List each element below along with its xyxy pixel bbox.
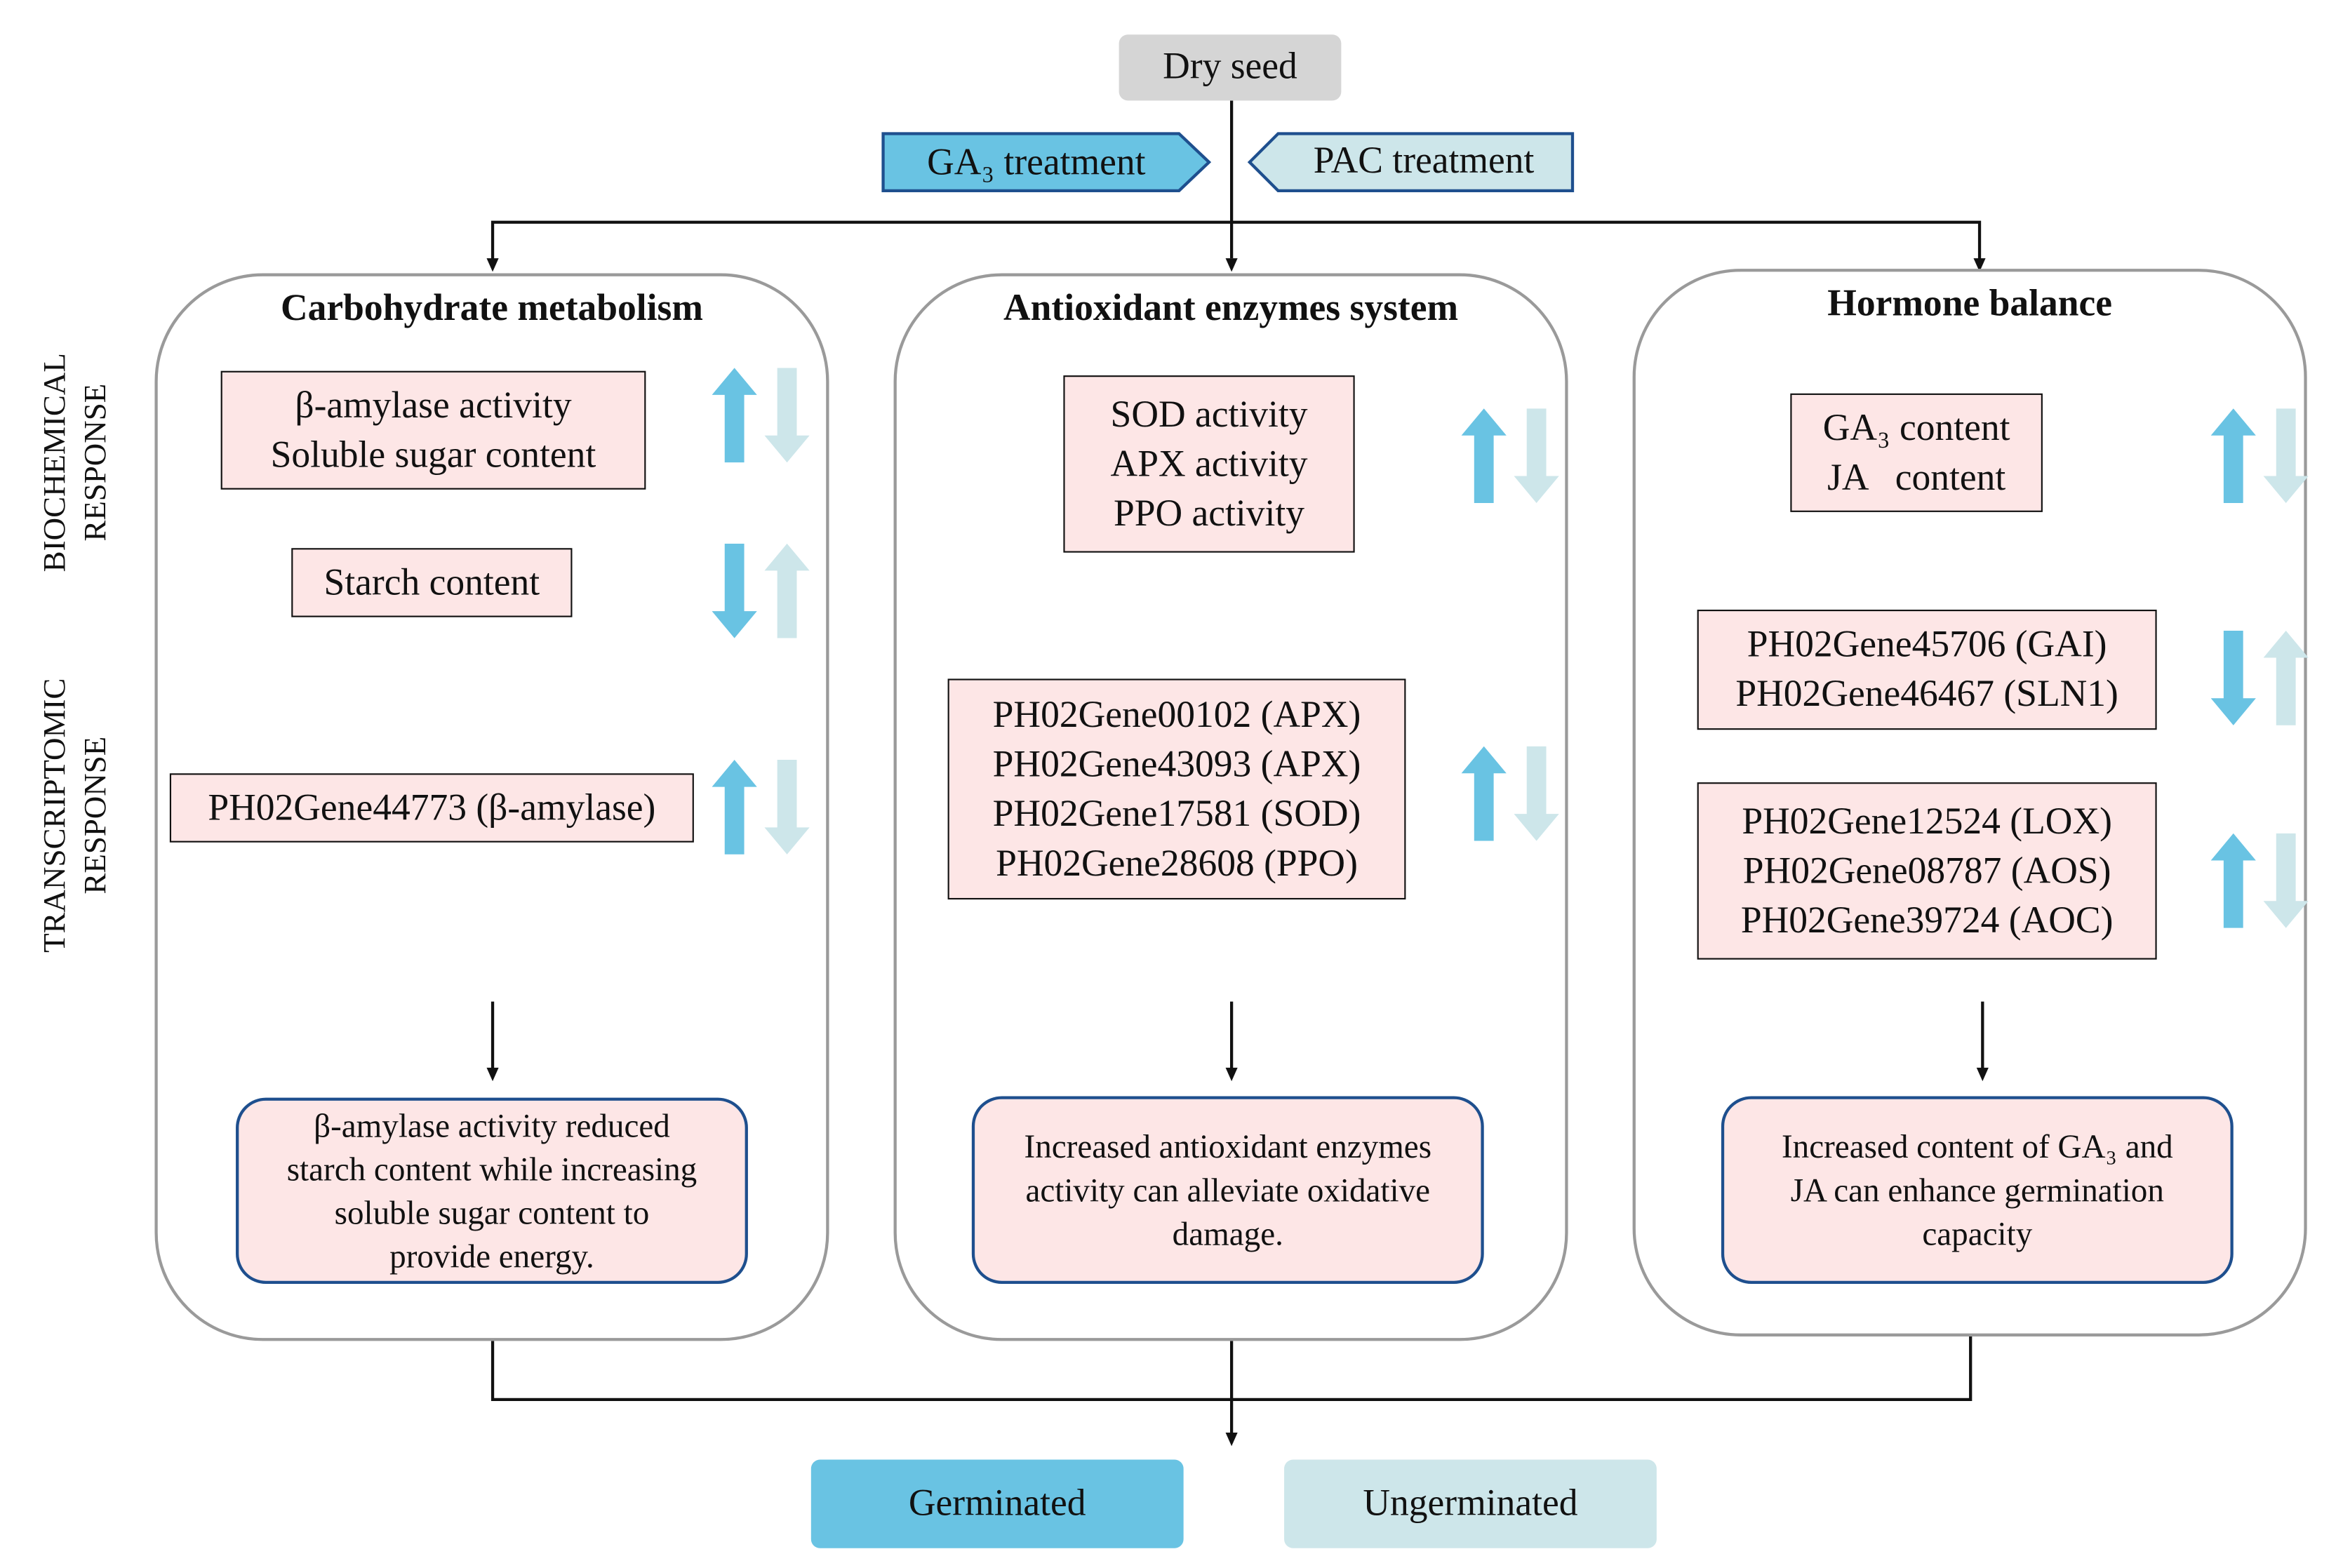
response-text: PH02Gene12524 (LOX) (1742, 800, 2112, 842)
legend-ungerminated: Ungerminated (1284, 1459, 1657, 1548)
side-label-line: TRANSCRIPTOMIC (36, 678, 72, 953)
panel-title: Hormone balance (1827, 283, 2113, 325)
summary-box: Increased content of GA₃ and JA can enhan… (1721, 1096, 2234, 1285)
response-text: PH02Gene46467 (SLN1) (1735, 674, 2118, 715)
response-text: APX activity (1110, 443, 1308, 485)
germinated-down-arrow-icon (712, 543, 757, 638)
response-box: PH02Gene45706 (GAI) PH02Gene46467 (SLN1) (1697, 610, 2157, 730)
ungerminated-down-arrow-icon (764, 760, 810, 855)
ga3-treatment-tag (881, 132, 1212, 192)
response-text: JA content (1827, 457, 2006, 498)
response-box: PH02Gene44773 (β-amylase) (169, 773, 694, 843)
ga3-treatment-label: GA₃ treatment (927, 142, 1146, 184)
ungerminated-up-arrow-icon (764, 543, 810, 638)
response-text: PH02Gene43093 (APX) (992, 744, 1361, 785)
panel-2 (893, 273, 1568, 1341)
response-text: PPO activity (1114, 493, 1305, 534)
legend-ungerminated-label: Ungerminated (1363, 1482, 1578, 1524)
summary-box: Increased antioxidant enzymes activity ca… (971, 1096, 1484, 1285)
germinated-up-arrow-icon (2210, 408, 2256, 504)
response-box: GA₃ content JA content (1790, 393, 2043, 512)
response-text: PH02Gene08787 (AOS) (1742, 850, 2111, 892)
germinated-down-arrow-icon (2210, 630, 2256, 725)
germinated-up-arrow-icon (1461, 408, 1507, 504)
panel-1 (154, 273, 829, 1341)
summary-text: capacity (1922, 1214, 2033, 1253)
panel-3 (1632, 269, 2307, 1336)
germinated-up-arrow-icon (2210, 833, 2256, 928)
ungerminated-up-arrow-icon (2263, 630, 2309, 725)
side-label-line: RESPONSE (76, 383, 113, 542)
response-box: PH02Gene12524 (LOX) PH02Gene08787 (AOS) PH… (1697, 782, 2157, 960)
response-text: GA₃ content (1822, 408, 2010, 448)
summary-text: activity can alleviate oxidative (1025, 1171, 1431, 1209)
panel-title: Antioxidant enzymes system (1003, 288, 1459, 329)
side-label-biochemical: BIOCHEMICAL RESPONSE (34, 297, 116, 628)
response-text: PH02Gene45706 (GAI) (1747, 624, 2107, 666)
legend-germinated: Germinated (810, 1459, 1184, 1548)
germinated-up-arrow-icon (712, 368, 757, 463)
summary-text: β-amylase activity reduced (314, 1106, 670, 1144)
dry-seed-label: Dry seed (1163, 46, 1297, 88)
response-text: PH02Gene00102 (APX) (992, 694, 1361, 735)
summary-text: provide energy. (389, 1237, 594, 1275)
response-text: PH02Gene44773 (β-amylase) (208, 787, 656, 829)
response-text: PH02Gene17581 (SOD) (992, 793, 1361, 834)
summary-text: JA can enhance germination (1790, 1171, 2164, 1209)
legend-germinated-label: Germinated (908, 1482, 1086, 1524)
side-label-line: BIOCHEMICAL (36, 353, 72, 572)
response-text: PH02Gene39724 (AOC) (1740, 900, 2114, 941)
response-box: Starch content (291, 548, 573, 617)
response-text: β-amylase activity (295, 385, 572, 426)
split-line (490, 220, 1982, 262)
summary-text: soluble sugar content to (334, 1193, 650, 1232)
ungerminated-down-arrow-icon (1514, 408, 1559, 504)
ungerminated-down-arrow-icon (1514, 746, 1559, 841)
response-box: PH02Gene00102 (APX) PH02Gene43093 (APX) PH… (947, 678, 1406, 900)
pac-treatment-label: PAC treatment (1313, 141, 1535, 182)
side-label-line: RESPONSE (76, 736, 113, 894)
response-text: PH02Gene28608 (PPO) (996, 843, 1358, 884)
response-text: Starch content (323, 562, 540, 603)
summary-text: Increased antioxidant enzymes (1024, 1127, 1432, 1165)
response-text: SOD activity (1110, 394, 1308, 435)
ungerminated-down-arrow-icon (2263, 833, 2309, 928)
germinated-up-arrow-icon (712, 760, 757, 855)
pac-treatment-tag (1247, 132, 1575, 192)
dry-seed-box: Dry seed (1119, 34, 1342, 101)
summary-text: damage. (1172, 1214, 1283, 1253)
ungerminated-down-arrow-icon (764, 368, 810, 463)
ungerminated-down-arrow-icon (2263, 408, 2309, 504)
response-text: Soluble sugar content (270, 434, 596, 476)
panel-title: Carbohydrate metabolism (280, 288, 703, 329)
summary-text: Increased content of GA₃ and (1781, 1127, 2173, 1165)
summary-box: β-amylase activity reduced starch content… (236, 1097, 748, 1285)
side-label-transcriptomic: TRANSCRIPTOMIC RESPONSE (34, 650, 116, 981)
germinated-up-arrow-icon (1461, 746, 1507, 841)
summary-text: starch content while increasing (286, 1150, 697, 1188)
